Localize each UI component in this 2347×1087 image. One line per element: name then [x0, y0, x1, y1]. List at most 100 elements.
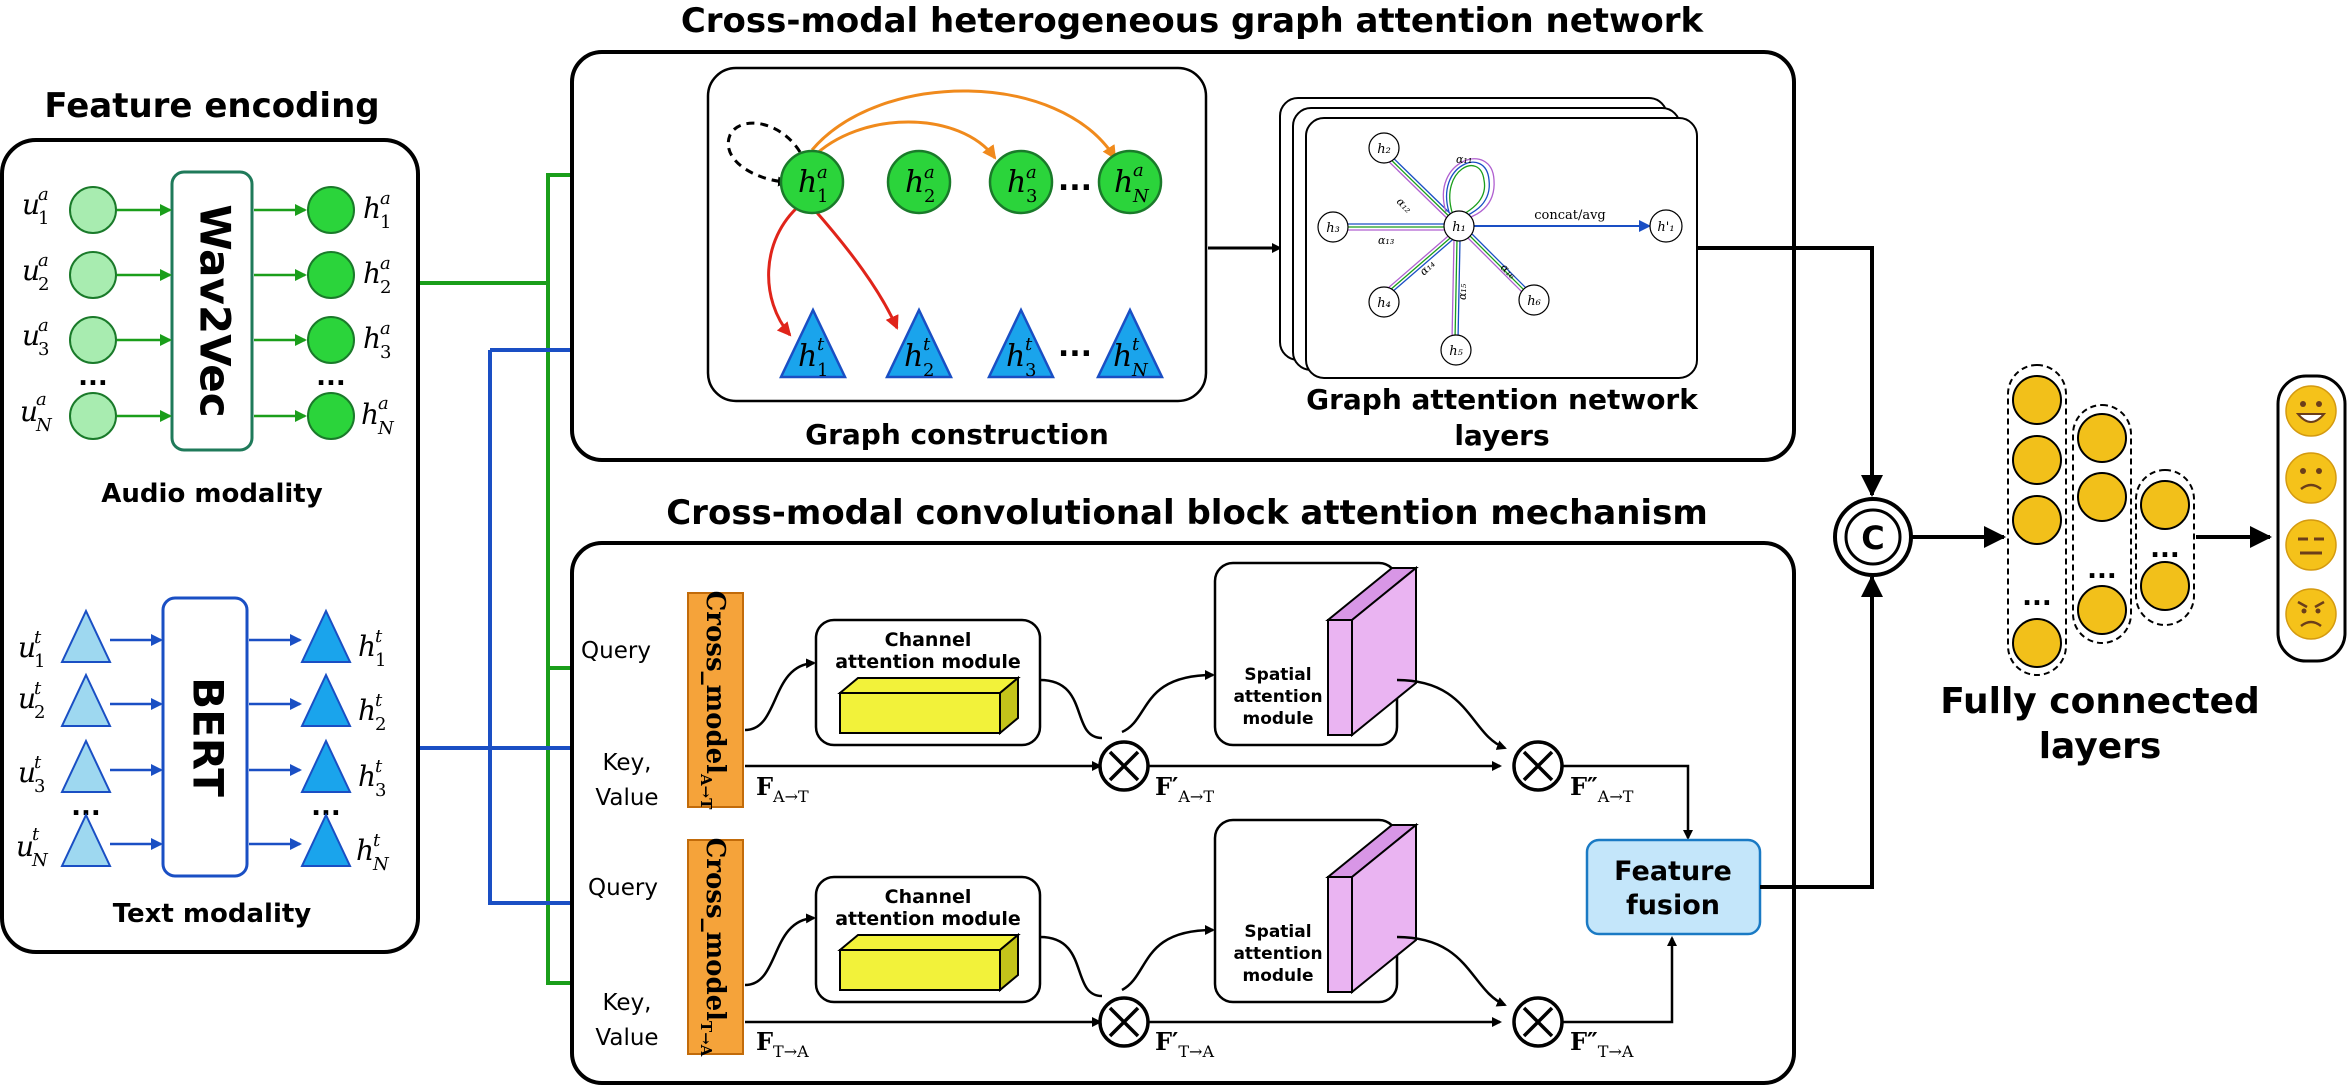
audio-input-ellipsis: ...	[78, 362, 108, 392]
svg-text:module: module	[1242, 966, 1313, 986]
query-label-top: Query	[581, 638, 651, 664]
svg-text:a: a	[817, 162, 828, 183]
svg-text:a: a	[380, 253, 391, 274]
svg-text:N: N	[31, 850, 49, 871]
svg-text:a: a	[924, 162, 935, 183]
svg-text:2: 2	[375, 714, 386, 735]
svg-text:h: h	[358, 760, 376, 793]
svg-text:u: u	[18, 682, 36, 715]
audio-output-nodes: h1a h2a h3a ... hNa	[307, 186, 395, 440]
emotion-output-panel	[2276, 374, 2347, 663]
audio-output-ellipsis: ...	[316, 362, 346, 392]
text-input-n: uNt	[16, 812, 112, 871]
svg-text:t: t	[375, 626, 383, 647]
svg-text:h: h	[361, 398, 379, 431]
svg-text:h'₁: h'₁	[1657, 220, 1674, 235]
multiply-node-bottom-2	[1512, 996, 1564, 1048]
svg-text:1: 1	[817, 360, 828, 381]
f-dprime-t-to-a-label: F″T→A	[1570, 1027, 1634, 1061]
cross-model-t-to-a-label: Cross_modelT→A	[697, 838, 730, 1057]
svg-text:2: 2	[38, 274, 49, 295]
svg-text:h: h	[1006, 339, 1025, 374]
fc-layer-2: ...	[2072, 404, 2132, 644]
cbam-flow-bottom	[744, 913, 1677, 1027]
key-label-bottom: Key,	[602, 990, 651, 1016]
svg-text:t: t	[1025, 334, 1033, 355]
svg-text:u: u	[18, 631, 36, 664]
svg-text:a: a	[1026, 162, 1037, 183]
svg-text:2: 2	[380, 277, 391, 298]
emoji-grinning-icon	[2285, 385, 2337, 437]
svg-text:h: h	[1007, 165, 1026, 200]
bert-label: BERT	[184, 677, 233, 797]
audio-input-3: u3a	[22, 315, 117, 364]
svg-text:h: h	[1113, 339, 1132, 374]
svg-text:a: a	[38, 184, 49, 205]
svg-text:Spatial: Spatial	[1244, 922, 1311, 942]
f-prime-t-to-a-label: F′T→A	[1155, 1027, 1214, 1061]
fc-title-line1: Fully connected	[1940, 681, 2260, 722]
audio-input-2: u2a	[22, 250, 117, 299]
svg-text:t: t	[1132, 334, 1140, 355]
cbam-flow-top	[744, 658, 1693, 840]
svg-text:h₄: h₄	[1377, 296, 1391, 311]
svg-text:h: h	[363, 192, 381, 225]
svg-text:1: 1	[817, 186, 828, 207]
emoji-angry-icon	[2285, 588, 2337, 640]
svg-text:α₁₁: α₁₁	[1456, 153, 1472, 166]
svg-text:...: ...	[2150, 534, 2180, 564]
svg-text:N: N	[1132, 186, 1150, 207]
cross-model-t-to-a	[687, 839, 744, 1055]
spatial-attention-block-top	[1325, 565, 1419, 738]
svg-text:α₁₃: α₁₃	[1378, 234, 1394, 247]
svg-text:attention: attention	[1233, 687, 1322, 707]
svg-text:3: 3	[34, 776, 45, 797]
svg-text:h: h	[798, 165, 817, 200]
graph-edges	[726, 89, 1117, 337]
svg-text:2: 2	[923, 360, 934, 381]
svg-text:Spatial: Spatial	[1244, 665, 1311, 685]
svg-text:a: a	[36, 389, 47, 410]
svg-text:u: u	[16, 830, 34, 863]
svg-text:a: a	[378, 393, 389, 414]
f-t-to-a-label: FT→A	[756, 1027, 809, 1061]
audio-input-n: uNa	[20, 389, 117, 440]
wav2vec-encoder-box	[170, 170, 254, 452]
svg-text:2: 2	[34, 702, 45, 723]
svg-text:3: 3	[38, 339, 49, 360]
spatial-attention-block-bottom	[1325, 822, 1419, 995]
svg-text:Channel: Channel	[885, 629, 972, 651]
svg-text:h₅: h₅	[1449, 344, 1463, 359]
graph-construction-label: Graph construction	[805, 418, 1109, 451]
query-label-bottom: Query	[588, 875, 658, 901]
text-input-1: u1t	[18, 608, 112, 672]
svg-text:attention module: attention module	[835, 908, 1021, 930]
svg-text:h: h	[358, 694, 376, 727]
key-label-top: Key,	[602, 750, 651, 776]
fc-layer-1: ...	[2007, 364, 2067, 676]
svg-text:t: t	[34, 627, 42, 648]
svg-text:u: u	[22, 254, 40, 287]
gat-network-title: Cross-modal heterogeneous graph attentio…	[681, 1, 1705, 41]
svg-text:N: N	[1131, 360, 1149, 381]
svg-text:t: t	[375, 690, 383, 711]
svg-text:h₁: h₁	[1452, 220, 1466, 235]
audio-input-arrows	[117, 204, 307, 422]
text-input-2: u2t	[18, 672, 112, 727]
audio-input-nodes: u1a u2a u3a ... uNa	[20, 184, 117, 440]
fc-layer-3: ...	[2135, 469, 2195, 626]
svg-text:t: t	[34, 752, 42, 773]
svg-text:t: t	[375, 756, 383, 777]
svg-text:1: 1	[38, 208, 49, 229]
multiply-node-top-2	[1512, 740, 1564, 792]
svg-text:h₃: h₃	[1326, 221, 1340, 236]
svg-text:...: ...	[2087, 555, 2117, 585]
fusion-to-concat-arrow	[1760, 575, 1883, 889]
cbam-panel	[570, 541, 1796, 1085]
text-input-nodes: u1t u2t u3t ... uNt	[16, 608, 112, 871]
svg-text:u: u	[22, 188, 40, 221]
svg-text:a: a	[380, 188, 391, 209]
svg-text:Cross_modelA→T: Cross_modelA→T	[697, 591, 730, 811]
